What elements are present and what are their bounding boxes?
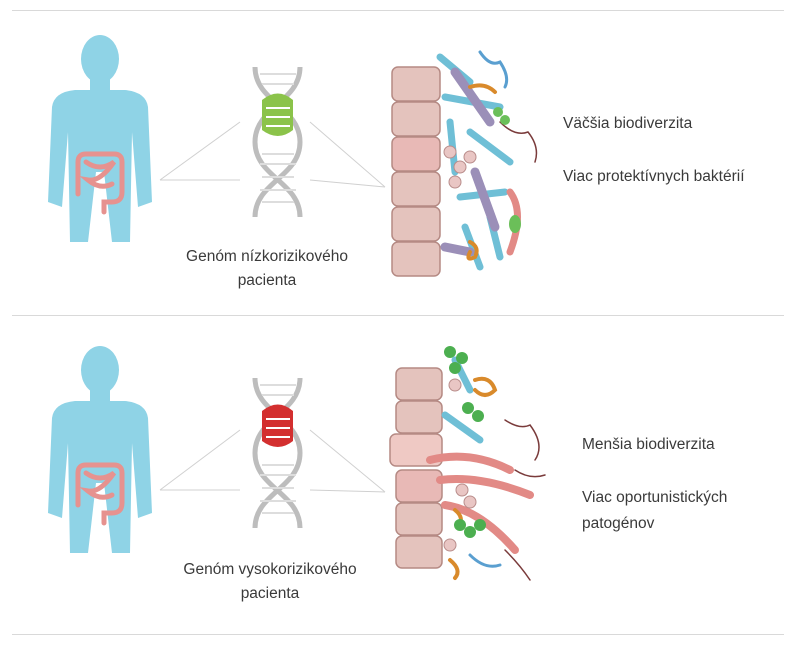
- caption-line-1: Genóm vysokorizikového: [183, 561, 357, 578]
- high-risk-caption: Genóm vysokorizikového pacienta: [155, 558, 385, 606]
- human-body-icon: [48, 35, 152, 242]
- dna-helix-icon: [252, 377, 303, 529]
- top-divider: [12, 10, 784, 11]
- connector-lines: [159, 121, 386, 188]
- caption-line-1: Genóm nízkorizikového: [186, 248, 348, 265]
- low-risk-caption: Genóm nízkorizikového pacienta: [152, 245, 382, 293]
- fact-biodiversity: Menšia biodiverzita: [582, 436, 715, 453]
- fact-biodiversity: Väčšia biodiverzita: [563, 115, 693, 132]
- fact-bacteria: Viac protektívnych baktérií: [563, 168, 745, 185]
- fact-pathogens-line-2: patogénov: [582, 515, 655, 532]
- fact-pathogens-line-1: Viac oportunistických: [582, 489, 728, 506]
- intestine-icon: [75, 151, 125, 215]
- low-risk-panel: Genóm nízkorizikového pacienta Väčšia bi…: [0, 12, 800, 312]
- intestine-icon: [75, 462, 125, 526]
- gut-microbiome-icon: [391, 50, 538, 277]
- bottom-divider: [12, 634, 784, 635]
- gut-microbiome-icon: [389, 346, 546, 581]
- caption-line-2: pacienta: [240, 585, 300, 602]
- human-body-icon: [48, 346, 152, 553]
- high-risk-panel: Genóm vysokorizikového pacienta Menšia b…: [0, 320, 800, 630]
- dna-helix-icon: [252, 66, 303, 218]
- high-risk-illustration: [48, 346, 546, 581]
- connector-lines: [159, 429, 386, 493]
- low-risk-illustration: [48, 35, 538, 277]
- caption-line-2: pacienta: [237, 272, 297, 289]
- middle-divider: [12, 315, 784, 316]
